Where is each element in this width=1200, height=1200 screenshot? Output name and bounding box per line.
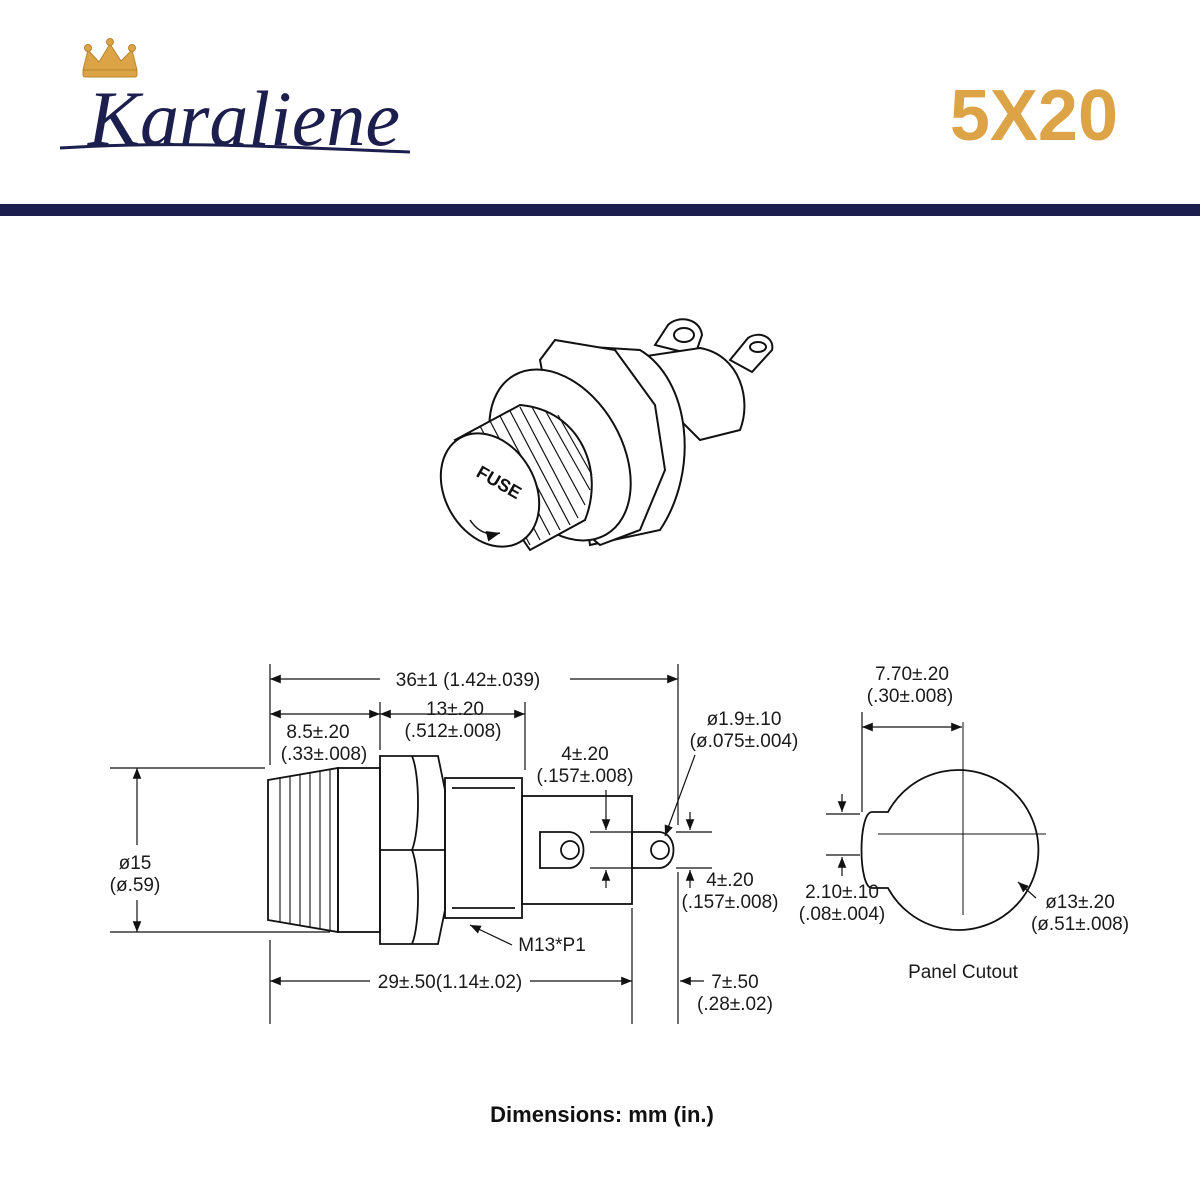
model-title: 5X20 bbox=[950, 76, 1118, 156]
cutout-title: Panel Cutout bbox=[908, 962, 1019, 983]
dim-thread-spec: M13*P1 bbox=[518, 935, 586, 956]
side-terminal-hole bbox=[560, 840, 580, 860]
dim-terminal-offset-top-in: (.157±.008) bbox=[536, 766, 633, 787]
units-note: Dimensions: mm (in.) bbox=[490, 1102, 714, 1127]
cutout-hole-dia: ø13±.20 bbox=[1045, 892, 1115, 913]
brand-underline bbox=[59, 143, 411, 154]
side-view bbox=[267, 755, 675, 945]
side-cap-knurl bbox=[279, 770, 331, 930]
cutout-hole-dia-in: (ø.51±.008) bbox=[1031, 914, 1129, 935]
panel-cutout bbox=[826, 712, 1046, 931]
side-dimension-labels: 36±1 (1.42±.039) 8.5±.20 (.33±.008) 13±.… bbox=[110, 670, 799, 1015]
side-flange bbox=[337, 767, 381, 933]
dim-cap-length: 8.5±.20 bbox=[286, 722, 349, 743]
dim-hole-dia-in: (ø.075±.004) bbox=[690, 731, 799, 752]
dim-cap-length-in: (.33±.008) bbox=[281, 744, 367, 765]
dim-terminal-offset-bot: 4±.20 bbox=[706, 870, 753, 891]
dim-terminal-length-in: (.28±.02) bbox=[697, 994, 773, 1015]
dim-hole-dia: ø1.9±.10 bbox=[707, 709, 782, 730]
header: Karaliene 5X20 bbox=[0, 38, 1200, 216]
brand-logo: Karaliene bbox=[87, 75, 400, 162]
isometric-fuse-holder: FUSE bbox=[439, 318, 774, 552]
side-rear-terminal-hole bbox=[650, 840, 670, 860]
rotate-arrow-icon bbox=[469, 519, 501, 542]
side-thread-body bbox=[444, 777, 523, 919]
dim-thread-length-in: (.512±.008) bbox=[404, 721, 501, 742]
iso-terminal-right bbox=[728, 333, 774, 374]
dim-terminal-length: 7±.50 bbox=[711, 972, 758, 993]
cutout-key-width-in: (.08±.004) bbox=[799, 904, 885, 925]
side-dimension-lines bbox=[110, 664, 712, 1024]
dim-body-length: 29±.50(1.14±.02) bbox=[378, 972, 522, 993]
panel-cutout-labels: 7.70±.20 (.30±.008) 2.10±.10 (.08±.004) … bbox=[799, 664, 1129, 983]
dim-cap-dia: ø15 bbox=[119, 853, 152, 874]
dim-cap-dia-in: (ø.59) bbox=[110, 875, 161, 896]
dim-overall-length: 36±1 (1.42±.039) bbox=[396, 670, 540, 691]
side-rear-terminal bbox=[631, 831, 675, 869]
iso-cap-face bbox=[439, 432, 541, 548]
dim-terminal-offset-top: 4±.20 bbox=[561, 744, 608, 765]
cutout-key-width: 2.10±.10 bbox=[805, 882, 879, 903]
crown-icon bbox=[82, 38, 138, 78]
dim-thread-length: 13±.20 bbox=[426, 699, 484, 720]
cutout-flat-width-in: (.30±.008) bbox=[867, 686, 953, 707]
cutout-outline bbox=[860, 769, 1040, 931]
header-divider bbox=[0, 204, 1200, 216]
side-rear-body bbox=[521, 795, 633, 905]
cutout-flat-width: 7.70±.20 bbox=[875, 664, 949, 685]
side-terminal bbox=[539, 831, 585, 869]
dim-terminal-offset-bot-in: (.157±.008) bbox=[681, 892, 778, 913]
side-cap bbox=[267, 766, 339, 934]
